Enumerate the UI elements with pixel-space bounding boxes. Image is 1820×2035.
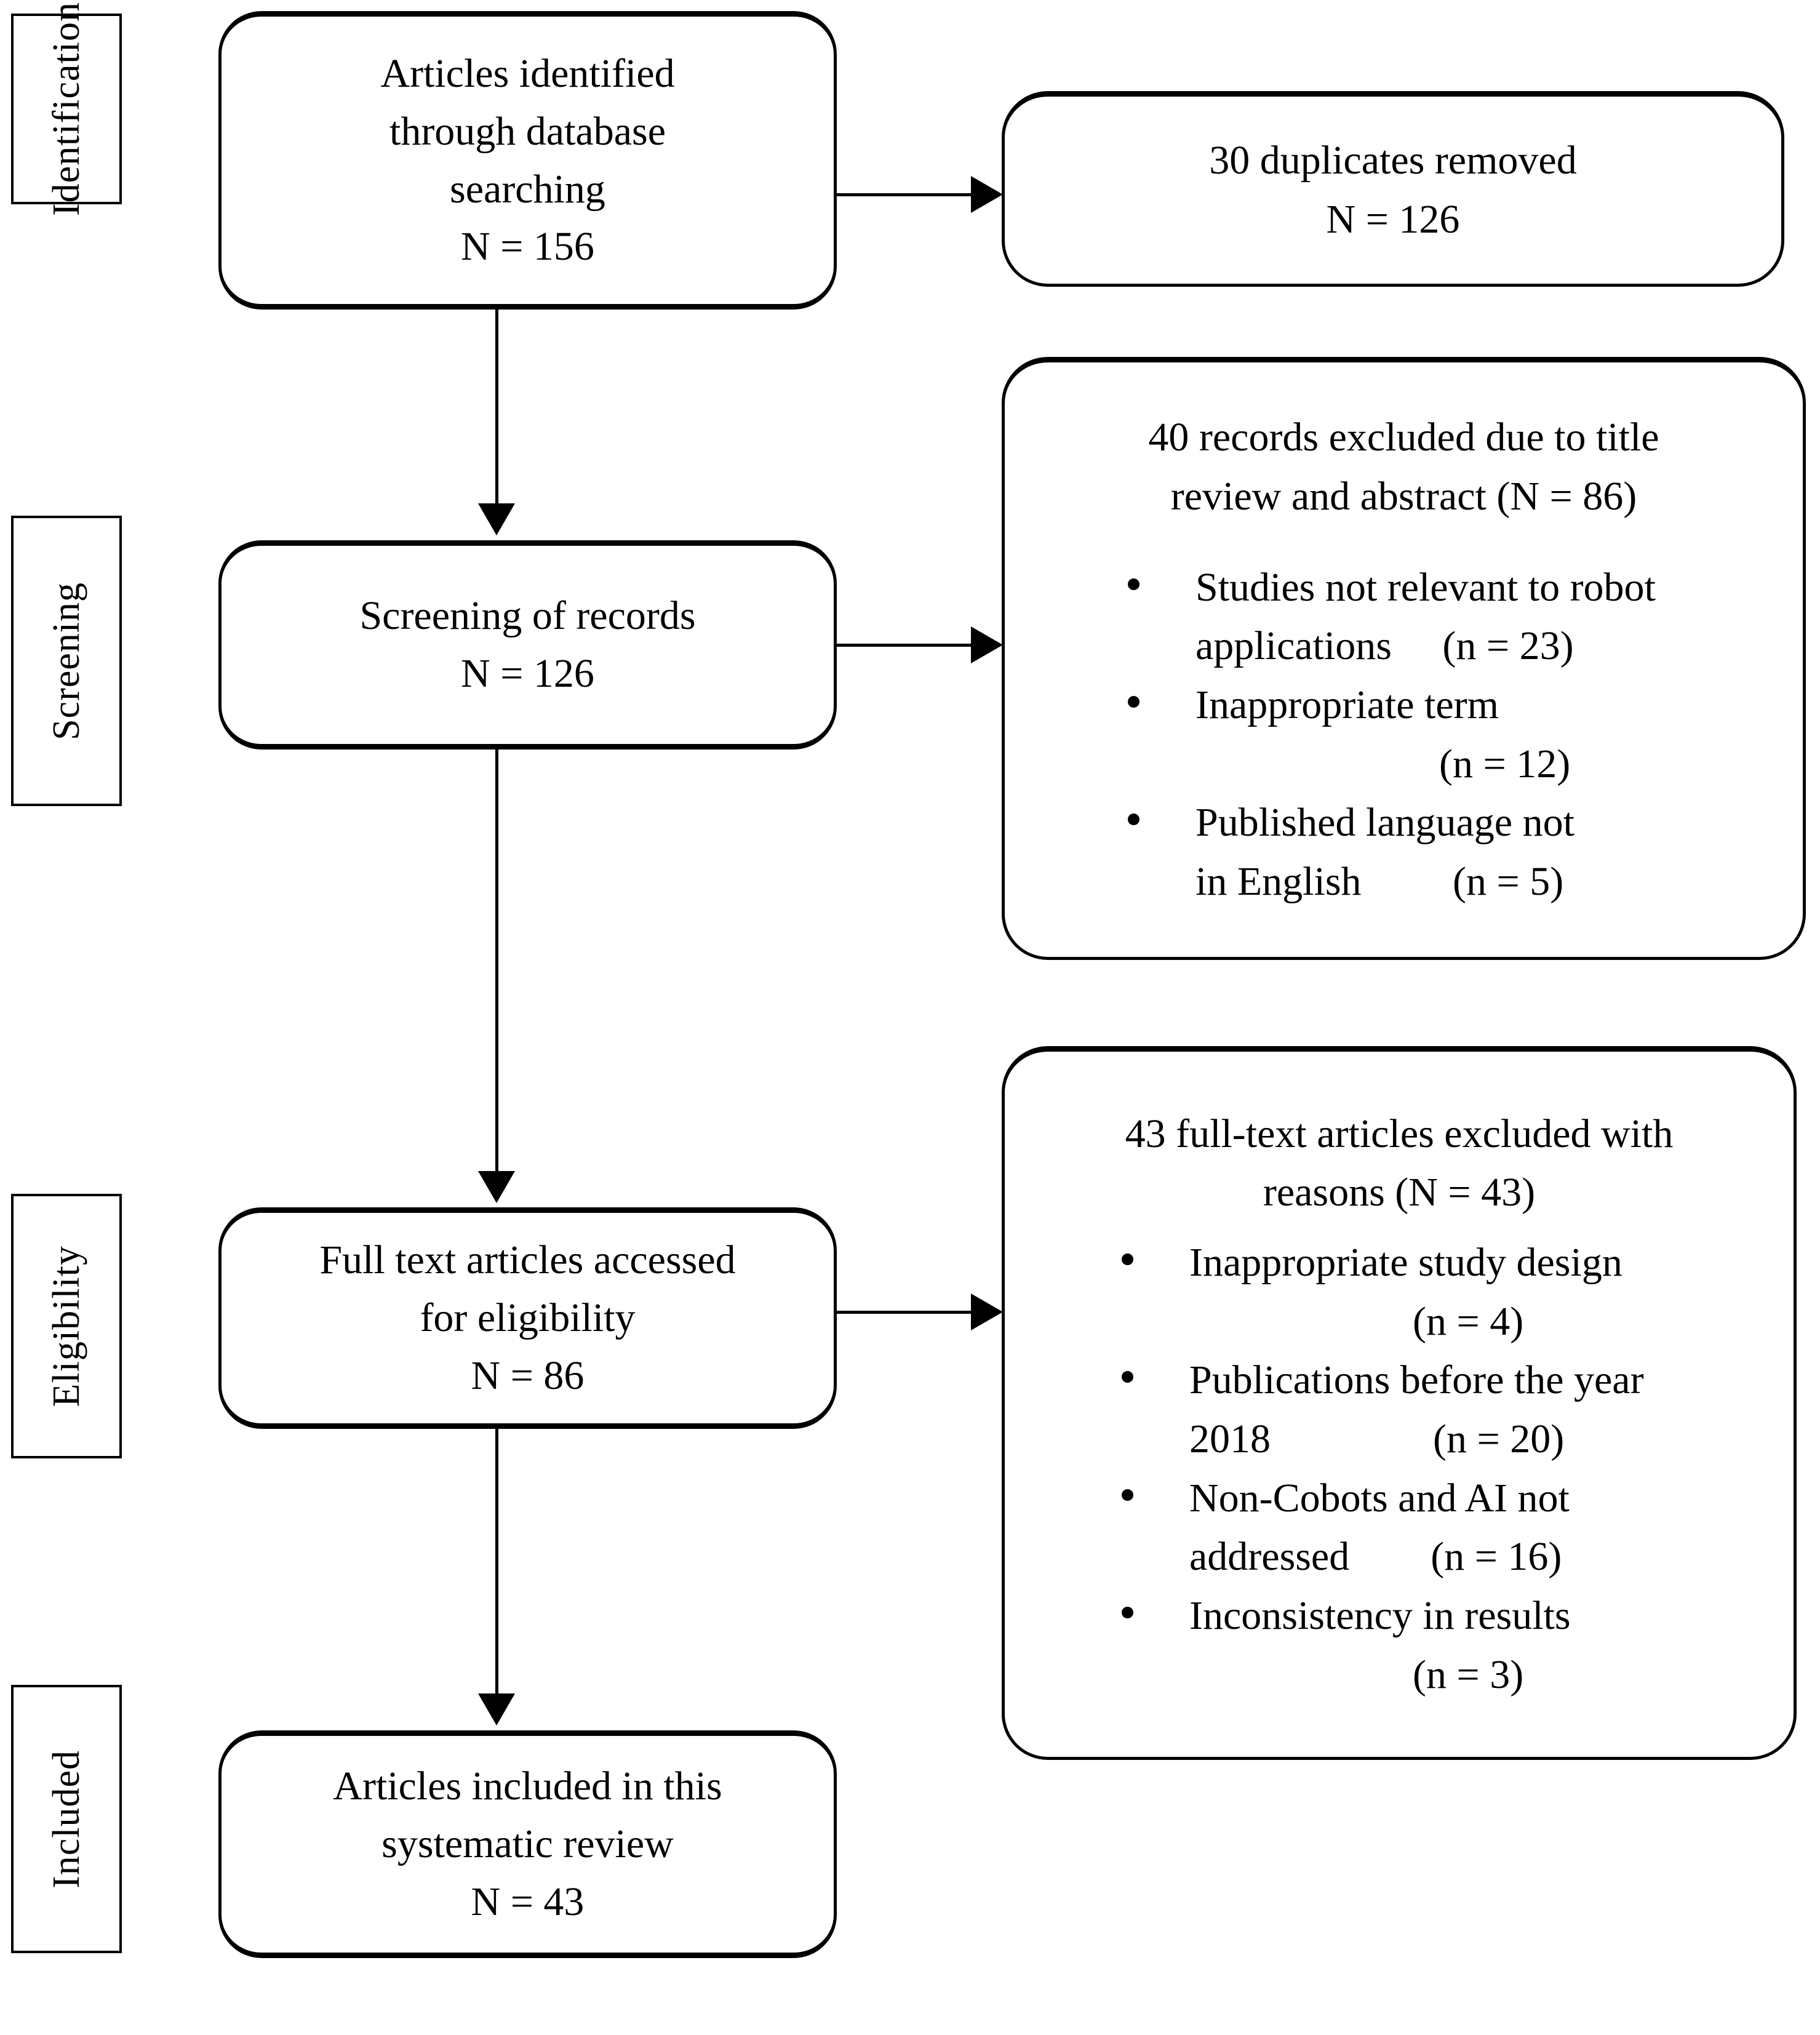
list-item: Inconsistency in results (n = 3) bbox=[1122, 1586, 1769, 1704]
bullet-text: Inappropriate term (n = 12) bbox=[1195, 676, 1778, 793]
flow-line: N = 126 bbox=[461, 651, 594, 696]
stage-box-eligibility: Eligibility bbox=[11, 1194, 122, 1458]
arrowhead-right-icon bbox=[971, 1293, 1003, 1330]
exclusion-box-fulltext-excluded: 43 full-text articles excluded with reas… bbox=[1002, 1046, 1797, 1760]
exclusion-heading: 30 duplicates removed N = 126 bbox=[1176, 131, 1610, 249]
arrowhead-right-icon bbox=[971, 176, 1003, 213]
bullet-text: Non-Cobots and AI not addressed (n = 16) bbox=[1189, 1469, 1769, 1586]
bullet-line: Non-Cobots and AI not bbox=[1189, 1475, 1570, 1521]
connector-screening-to-fulltext bbox=[495, 750, 498, 1174]
arrowhead-down-icon bbox=[478, 503, 515, 535]
connector-identified-to-duplicates bbox=[836, 193, 974, 196]
connector-fulltext-to-included bbox=[495, 1429, 498, 1697]
bullet-text: Published language not in English (n = 5… bbox=[1195, 793, 1778, 911]
arrowhead-down-icon bbox=[478, 1171, 515, 1203]
bullet-line: in English (n = 5) bbox=[1195, 859, 1564, 905]
stage-box-included: Included bbox=[11, 1685, 122, 1953]
stage-label-included: Included bbox=[46, 1749, 87, 1889]
connector-screening-to-title-abstract bbox=[836, 644, 974, 647]
bullet-line: (n = 3) bbox=[1189, 1652, 1524, 1697]
stage-label-screening: Screening bbox=[46, 582, 87, 740]
bullet-dot-icon bbox=[1128, 814, 1139, 826]
list-item: Non-Cobots and AI not addressed (n = 16) bbox=[1122, 1469, 1769, 1586]
bullet-text: Studies not relevant to robot applicatio… bbox=[1195, 558, 1778, 676]
stage-box-identification: Identification bbox=[11, 2, 122, 216]
bullet-text: Inconsistency in results (n = 3) bbox=[1189, 1586, 1769, 1704]
bullet-line: Inappropriate term bbox=[1195, 682, 1499, 727]
bullet-dot-icon bbox=[1128, 578, 1139, 590]
connector-identified-to-screening bbox=[495, 310, 498, 505]
stage-label-identification: Identification bbox=[46, 2, 87, 216]
exclusion-heading: 43 full-text articles excluded with reas… bbox=[1005, 1105, 1794, 1222]
flow-box-full-text-articles: Full text articles accessed for eligibil… bbox=[218, 1207, 837, 1429]
flow-line: Articles included in this bbox=[333, 1764, 722, 1809]
arrowhead-down-icon bbox=[478, 1693, 515, 1725]
flow-line: N = 43 bbox=[471, 1879, 585, 1924]
bullet-line: (n = 12) bbox=[1195, 741, 1571, 786]
flow-line: N = 156 bbox=[461, 224, 594, 270]
bullet-line: addressed (n = 16) bbox=[1189, 1534, 1562, 1580]
flow-line: Articles identified bbox=[380, 51, 675, 97]
exclusion-heading-line: review and abstract (N = 86) bbox=[1170, 473, 1637, 519]
flow-box-screening-of-records: Screening of records N = 126 bbox=[218, 540, 837, 750]
exclusion-box-duplicates-removed: 30 duplicates removed N = 126 bbox=[1002, 91, 1784, 287]
list-item: Studies not relevant to robot applicatio… bbox=[1128, 558, 1778, 676]
list-item: Inappropriate study design (n = 4) bbox=[1122, 1233, 1769, 1351]
bullet-line: Publications before the year bbox=[1189, 1357, 1644, 1403]
flow-line: through database bbox=[389, 108, 666, 154]
exclusion-box-title-abstract: 40 records excluded due to title review … bbox=[1002, 357, 1806, 960]
list-item: Inappropriate term (n = 12) bbox=[1128, 676, 1778, 793]
flow-line: Full text articles accessed bbox=[319, 1237, 736, 1283]
bullet-line: Studies not relevant to robot bbox=[1195, 564, 1656, 610]
bullet-text: Publications before the year 2018 (n = 2… bbox=[1189, 1351, 1769, 1468]
bullet-line: 2018 (n = 20) bbox=[1189, 1417, 1565, 1461]
bullet-text: Inappropriate study design (n = 4) bbox=[1189, 1233, 1769, 1351]
bullet-line: Inconsistency in results bbox=[1189, 1593, 1571, 1639]
exclusion-heading-line: N = 126 bbox=[1326, 197, 1460, 242]
flow-line: Screening of records bbox=[359, 593, 696, 639]
flow-box-articles-included: Articles included in this systematic rev… bbox=[218, 1730, 837, 1958]
bullet-line: applications (n = 23) bbox=[1195, 623, 1574, 669]
exclusion-bullet-list: Studies not relevant to robot applicatio… bbox=[1128, 558, 1803, 911]
flow-line: systematic review bbox=[381, 1821, 674, 1867]
flow-line: N = 86 bbox=[471, 1353, 585, 1398]
exclusion-heading-line: 30 duplicates removed bbox=[1209, 138, 1577, 183]
exclusion-heading-line: 43 full-text articles excluded with bbox=[1125, 1111, 1674, 1156]
bullet-dot-icon bbox=[1122, 1489, 1133, 1501]
bullet-dot-icon bbox=[1128, 696, 1139, 708]
bullet-dot-icon bbox=[1122, 1253, 1133, 1265]
bullet-dot-icon bbox=[1122, 1371, 1133, 1383]
exclusion-heading: 40 records excluded due to title review … bbox=[1005, 408, 1803, 526]
list-item: Publications before the year 2018 (n = 2… bbox=[1122, 1351, 1769, 1468]
exclusion-bullet-list: Inappropriate study design (n = 4) Publi… bbox=[1122, 1233, 1794, 1705]
arrowhead-right-icon bbox=[971, 626, 1003, 663]
flow-line: for eligibility bbox=[420, 1295, 636, 1341]
bullet-line: (n = 4) bbox=[1189, 1298, 1524, 1344]
stage-label-eligibility: Eligibility bbox=[46, 1245, 87, 1407]
flow-line: searching bbox=[450, 166, 605, 212]
flow-box-articles-identified: Articles identified through database sea… bbox=[218, 11, 837, 310]
connector-fulltext-to-excluded bbox=[836, 1311, 974, 1314]
stage-box-screening: Screening bbox=[11, 516, 122, 806]
bullet-line: Published language not bbox=[1195, 800, 1575, 846]
bullet-dot-icon bbox=[1122, 1607, 1133, 1619]
bullet-line: Inappropriate study design bbox=[1189, 1239, 1622, 1285]
list-item: Published language not in English (n = 5… bbox=[1128, 793, 1778, 911]
exclusion-heading-line: reasons (N = 43) bbox=[1263, 1170, 1536, 1215]
exclusion-heading-line: 40 records excluded due to title bbox=[1148, 415, 1659, 460]
